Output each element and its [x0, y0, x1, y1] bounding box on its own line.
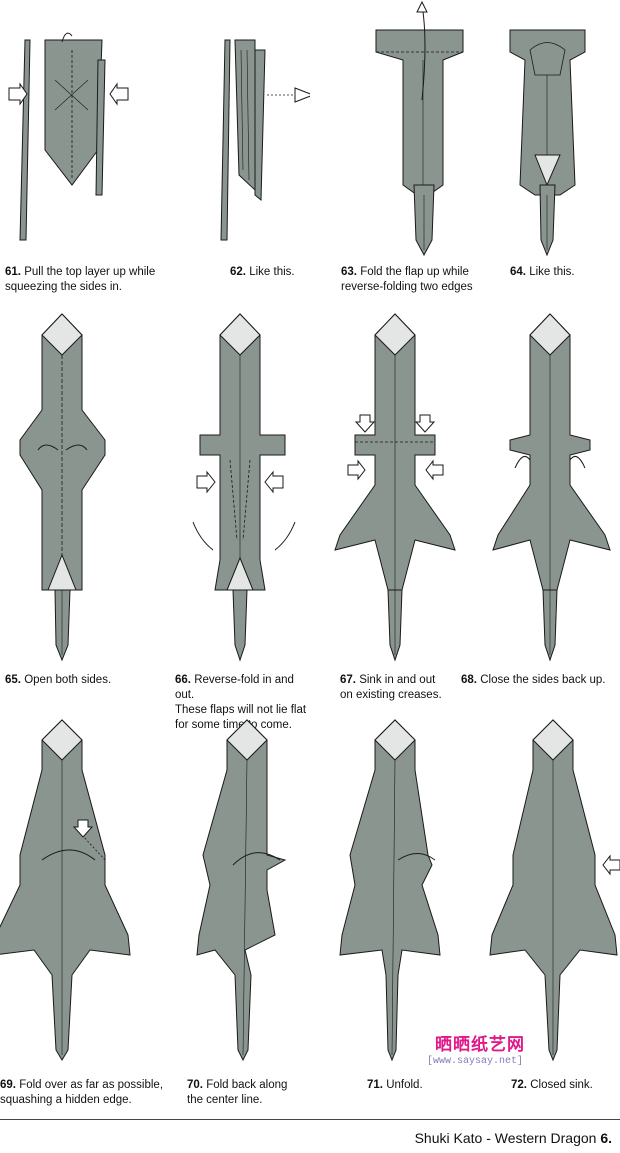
step-number: 71.: [367, 1079, 383, 1091]
step-caption: Unfold.: [386, 1079, 423, 1091]
diagram-63: [375, 0, 464, 257]
step-number: 69.: [0, 1079, 16, 1091]
diagram-67: [334, 313, 456, 662]
step-caption: Sink in and out: [359, 674, 436, 686]
diagram-72: [489, 719, 620, 1062]
step-caption: Like this.: [529, 266, 575, 278]
step-number: 66.: [175, 674, 191, 686]
diagram-69: [0, 719, 131, 1061]
diagram-61: [8, 32, 129, 241]
diagram-64: [509, 29, 586, 257]
step-caption: squashing a hidden edge.: [0, 1094, 132, 1106]
footer-credit: Shuki Kato - Western Dragon: [414, 1130, 601, 1146]
step-caption: Fold over as far as possible,: [19, 1079, 164, 1091]
diagram-70: [196, 719, 287, 1062]
step-number: 72.: [511, 1079, 527, 1091]
step-caption: Fold the flap up while: [360, 266, 469, 278]
step-caption: on existing creases.: [340, 689, 442, 701]
step-number: 62.: [230, 266, 246, 278]
step-caption: Open both sides.: [24, 674, 112, 686]
step-number: 65.: [5, 674, 21, 686]
page-number: 6.: [600, 1130, 612, 1146]
watermark-title: 晒晒纸艺网: [435, 1035, 525, 1054]
step-caption: Reverse-fold in and out.: [175, 674, 294, 701]
step-caption: the center line.: [187, 1094, 263, 1106]
step-number: 70.: [187, 1079, 203, 1091]
watermark-url: [www.saysay.net]: [427, 1056, 524, 1067]
step-caption: Close the sides back up.: [480, 674, 606, 686]
step-caption: Closed sink.: [530, 1079, 593, 1091]
diagram-71: [339, 719, 441, 1062]
diagram-62: [220, 39, 310, 241]
step-number: 63.: [341, 266, 357, 278]
step-caption: These flaps will not lie flat: [175, 704, 307, 716]
footer: Shuki Kato - Western Dragon 6.: [415, 1130, 612, 1146]
step-caption: Fold back along: [206, 1079, 288, 1091]
step-number: 68.: [461, 674, 477, 686]
step-caption: Pull the top layer up while: [24, 266, 156, 278]
diagram-68: [492, 313, 611, 662]
diagram-65: [19, 313, 106, 662]
step-caption: Like this.: [249, 266, 295, 278]
step-number: 64.: [510, 266, 526, 278]
step-caption: squeezing the sides in.: [5, 281, 122, 293]
step-caption: reverse-folding two edges: [341, 281, 473, 293]
footer-divider: [0, 1119, 620, 1120]
step-number: 67.: [340, 674, 356, 686]
step-number: 61.: [5, 266, 21, 278]
step-caption: for some time to come.: [175, 719, 292, 731]
diagram-66: [192, 313, 296, 662]
